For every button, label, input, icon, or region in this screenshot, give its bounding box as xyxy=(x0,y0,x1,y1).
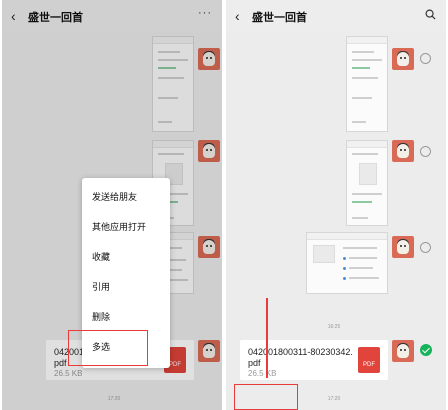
timestamp: 16:25 xyxy=(327,324,341,330)
highlight-arrow-line xyxy=(266,298,268,378)
chat-header: ‹ 盛世一回首 ··· xyxy=(2,0,222,32)
selected-check-icon[interactable] xyxy=(420,344,432,356)
file-extension: pdf xyxy=(248,358,261,368)
left-phone-screen: ‹ 盛世一回首 ··· xyxy=(2,0,222,410)
file-size: 26.5 KB xyxy=(248,369,277,378)
avatar[interactable] xyxy=(392,236,414,258)
menu-item-quote[interactable]: 引用 xyxy=(92,282,111,292)
menu-item-favorite[interactable]: 收藏 xyxy=(92,252,111,262)
menu-item-multi-select[interactable]: 多选 xyxy=(92,342,111,352)
avatar[interactable] xyxy=(392,48,414,70)
search-icon[interactable] xyxy=(425,9,436,20)
chat-header: ‹ 盛世一回首 xyxy=(226,0,446,32)
menu-item-send-to-friend[interactable]: 发送给朋友 xyxy=(92,192,138,202)
avatar[interactable] xyxy=(392,140,414,162)
avatar[interactable] xyxy=(198,48,220,70)
file-message[interactable]: 042001800311-80230342. pdf 26.5 KB PDF xyxy=(240,340,388,380)
avatar[interactable] xyxy=(198,140,220,162)
image-message[interactable] xyxy=(346,140,388,226)
image-message[interactable] xyxy=(152,36,194,132)
chevron-left-icon[interactable]: ‹ xyxy=(11,8,16,24)
image-message[interactable] xyxy=(346,36,388,132)
menu-item-delete[interactable]: 删除 xyxy=(92,312,111,322)
right-phone-screen: ‹ 盛世一回首 xyxy=(226,0,446,410)
timestamp: 17:20 xyxy=(107,396,121,402)
pdf-file-icon: PDF xyxy=(358,347,380,373)
timestamp: 17:20 xyxy=(327,396,341,402)
avatar[interactable] xyxy=(392,340,414,362)
pdf-icon-label: PDF xyxy=(169,362,181,368)
file-size: 26.5 KB xyxy=(54,369,83,378)
select-circle[interactable] xyxy=(420,146,431,157)
highlight-box-multi-select xyxy=(68,330,148,366)
chevron-left-icon[interactable]: ‹ xyxy=(235,8,240,24)
avatar[interactable] xyxy=(198,236,220,258)
image-message[interactable] xyxy=(306,232,388,294)
chat-title: 盛世一回首 xyxy=(252,12,307,24)
avatar[interactable] xyxy=(198,340,220,362)
pdf-icon-label: PDF xyxy=(363,362,375,368)
file-name: 042001 xyxy=(54,347,85,357)
menu-item-open-in-other-app[interactable]: 其他应用打开 xyxy=(92,222,147,232)
chat-title: 盛世一回首 xyxy=(28,12,83,24)
select-circle[interactable] xyxy=(420,53,431,64)
select-circle[interactable] xyxy=(420,242,431,253)
file-name: 042001800311-80230342. xyxy=(248,347,353,357)
more-options-icon[interactable]: ··· xyxy=(198,7,212,19)
highlight-box-bottom xyxy=(234,384,298,410)
context-menu: 发送给朋友 其他应用打开 收藏 引用 删除 多选 xyxy=(82,178,170,368)
file-extension: pdf xyxy=(54,358,67,368)
